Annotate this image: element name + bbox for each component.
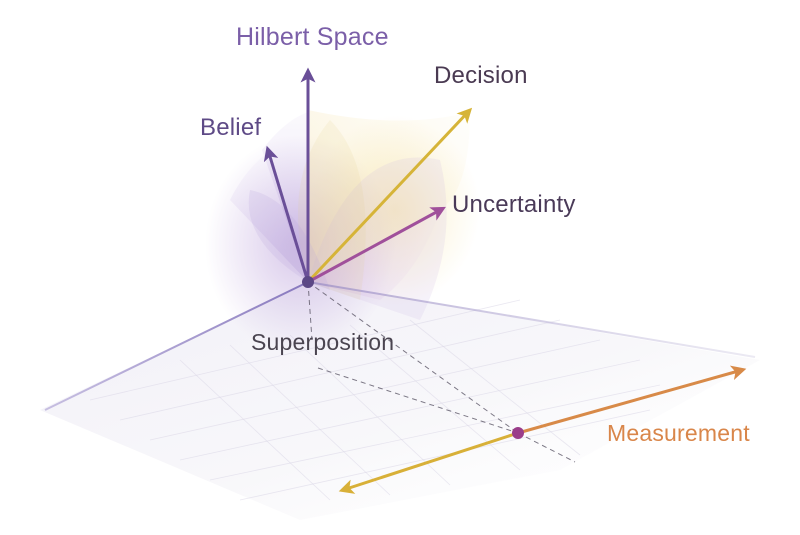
right-floor-axis xyxy=(307,281,756,358)
measurement-label: Measurement xyxy=(607,420,750,446)
decision-vector xyxy=(306,107,473,284)
projection-lines xyxy=(307,281,576,463)
floor-plane xyxy=(40,282,760,520)
belief-vector xyxy=(263,145,310,283)
measurement-back-vector xyxy=(338,431,519,494)
hilbert-space-label: Hilbert Space xyxy=(236,23,389,51)
superposition-origin-point xyxy=(302,276,314,288)
uncertainty-label: Uncertainty xyxy=(452,191,576,218)
left-floor-axis xyxy=(44,281,309,411)
measurement-point xyxy=(512,427,524,439)
decision-label: Decision xyxy=(434,62,528,89)
belief-label: Belief xyxy=(200,114,262,141)
uncertainty-vector xyxy=(307,206,446,284)
superposition-label: Superposition xyxy=(251,329,395,355)
measurement-vector xyxy=(517,365,747,435)
